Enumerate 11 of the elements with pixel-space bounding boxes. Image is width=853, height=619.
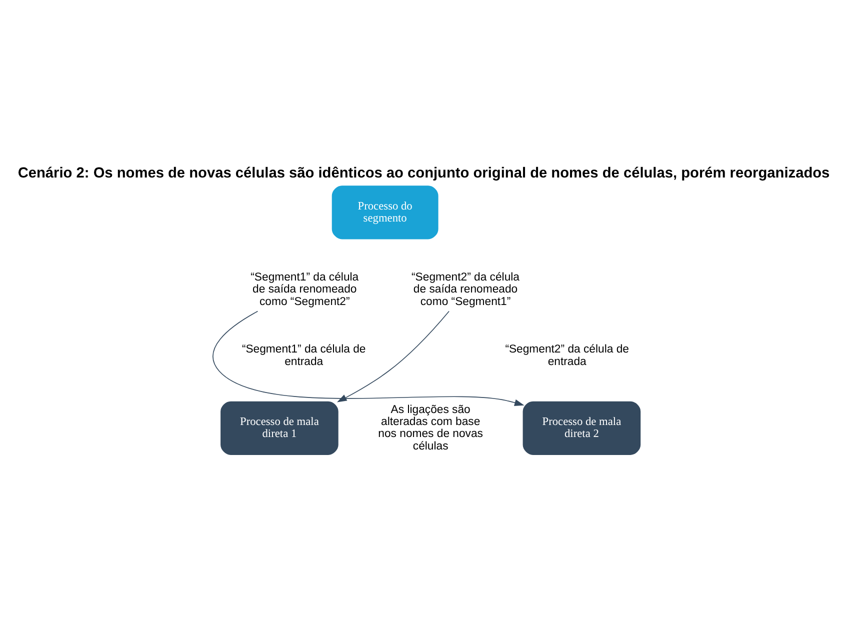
node-box: Processo de mala direta 2: [522, 401, 641, 455]
diagram-title: Cenário 2: Os nomes de novas células são idênticos ao conjunto original de nomes de células, porém reorganizados: [18, 165, 830, 182]
node-box: Processo de mala direta 1: [220, 401, 338, 455]
label: “Segment1” da célula de entrada: [242, 344, 366, 368]
label: “Segment2” da célula de entrada: [505, 344, 629, 368]
arrow: [337, 310, 450, 402]
label: As ligações são alteradas com base nos nomes de novas células: [378, 404, 483, 452]
node-text: “Segment1” da célula de saída renomeado como “Segment2”: [250, 271, 359, 308]
node-text: “Segment2” da célula de saída renomeado como “Segment1”: [412, 271, 520, 308]
node-box: Processo do segmento: [332, 186, 438, 240]
arrow: [212, 310, 524, 406]
